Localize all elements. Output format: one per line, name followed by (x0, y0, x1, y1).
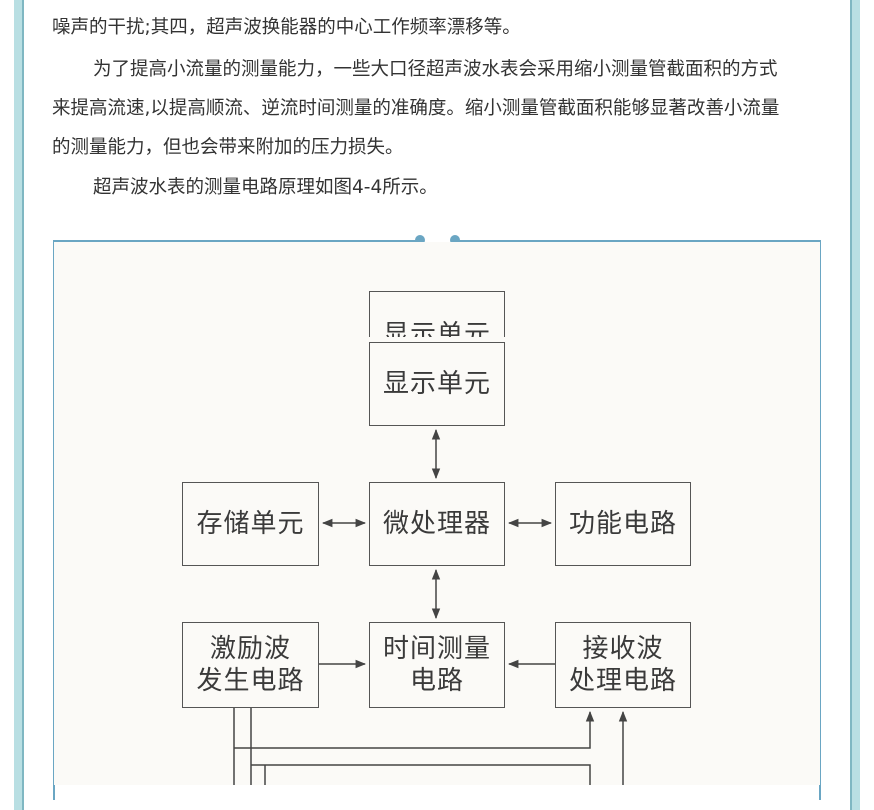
time-measurement-label-line2: 电路 (409, 666, 464, 696)
excitation-label-line1: 激励波 (209, 634, 291, 664)
time-measurement-box: 时间测量 电路 (369, 622, 505, 708)
function-circuit-label: 功能电路 (568, 509, 677, 539)
excitation-label-line2: 发生电路 (196, 666, 305, 696)
display-unit-box-ghost: 显示单元 (369, 291, 505, 337)
paragraph-2-line-2: 来提高流速,以提高顺流、逆流时间测量的准确度。缩小测量管截面积能够显著改善小流量 (52, 98, 780, 119)
excitation-circuit-box: 激励波 发生电路 (182, 622, 319, 708)
paragraph-3: 超声波水表的测量电路原理如图4-4所示。 (93, 177, 438, 198)
figure-dot-right (450, 235, 460, 245)
paragraph-2-line-3: 的测量能力，但也会带来附加的压力损失。 (52, 137, 404, 158)
display-unit-box: 显示单元 (369, 342, 505, 426)
wire-loop (251, 764, 591, 785)
microprocessor-label: 微处理器 (382, 509, 491, 539)
display-unit-label: 显示单元 (382, 369, 491, 399)
diagram-connectors (233, 428, 628, 785)
receiver-label-line2: 处理电路 (568, 666, 677, 696)
paragraph-2-line-1: 为了提高小流量的测量能力，一些大口径超声波水表会采用缩小测量管截面积的方式 (93, 59, 778, 80)
receiver-label-line1: 接收波 (582, 634, 664, 664)
function-circuit-box: 功能电路 (555, 482, 691, 566)
wire-to-receiver-1 (234, 710, 595, 749)
receiver-circuit-box: 接收波 处理电路 (555, 622, 691, 708)
figure-dot-left (415, 235, 425, 245)
paragraph-1-tail: 噪声的干扰;其四，超声波换能器的中心工作频率漂移等。 (52, 17, 521, 38)
microprocessor-box: 微处理器 (369, 482, 505, 566)
storage-unit-label: 存储单元 (196, 509, 305, 539)
time-measurement-label-line1: 时间测量 (382, 634, 491, 664)
storage-unit-box: 存储单元 (182, 482, 319, 566)
display-unit-ghost-label: 显示单元 (382, 320, 491, 337)
